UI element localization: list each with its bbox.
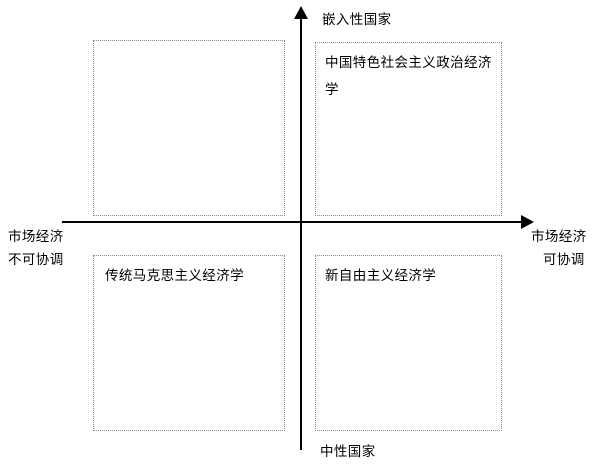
axis-label-left-line1: 市场经济: [8, 229, 64, 244]
quadrant-top-right-label: 中国特色社会主义政治经济学: [325, 55, 492, 97]
vertical-axis-arrow-icon: [294, 6, 308, 19]
quadrant-bottom-left-label: 传统马克思主义经济学: [105, 268, 244, 283]
quadrant-bottom-left-box: [93, 255, 285, 431]
quadrant-bottom-right-label: 新自由主义经济学: [325, 268, 437, 283]
axis-label-right-line1: 市场经济: [531, 229, 587, 244]
horizontal-axis-line: [62, 221, 524, 223]
axis-label-left-line2: 不可协调: [8, 252, 64, 267]
axis-label-top: 嵌入性国家: [322, 12, 392, 27]
vertical-axis-line: [300, 14, 302, 450]
quadrant-bottom-right-box: [315, 255, 502, 431]
axis-label-left: 市场经济 不可协调: [8, 225, 94, 271]
axis-label-right: 市场经济 可协调: [531, 225, 601, 271]
quadrant-top-right-box: [315, 42, 502, 216]
axis-label-right-line2: 可协调: [543, 252, 585, 267]
axis-label-bottom: 中性国家: [320, 444, 376, 459]
quadrant-top-left-box: [93, 40, 285, 216]
horizontal-axis-arrow-icon: [521, 215, 534, 229]
